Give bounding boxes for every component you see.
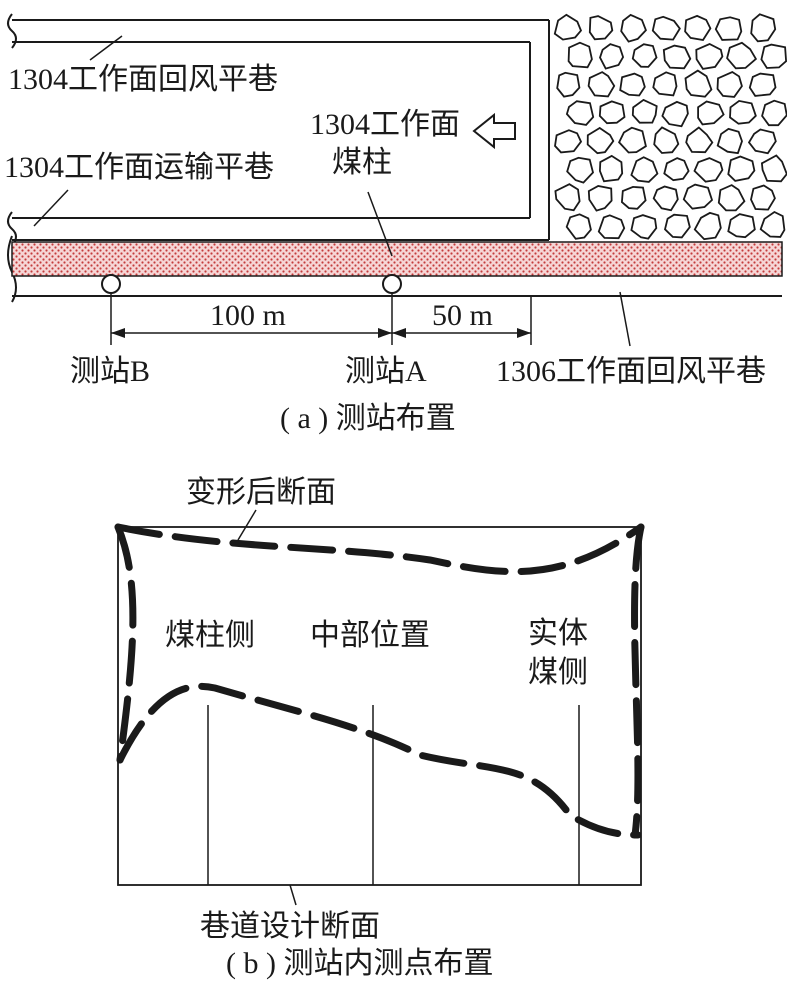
goaf-rock: [761, 99, 787, 127]
label-coal-pillar-2: 煤柱: [332, 146, 392, 179]
deformed-left-wall-curve: [114, 523, 137, 764]
goaf-rock: [620, 185, 647, 210]
label-transport-airway-1304: 1304工作面运输平巷: [4, 151, 274, 184]
goaf-rock: [553, 13, 583, 41]
dimension-100m: [111, 328, 392, 338]
goaf-rock: [565, 213, 592, 240]
goaf-rock: [685, 126, 714, 154]
goaf-rock: [684, 69, 713, 98]
leader-return-airway: [89, 35, 123, 61]
goaf-rock: [587, 71, 616, 98]
goaf-rock: [717, 184, 746, 212]
panel-a: 1304工作面回风平巷 1304工作面 煤柱 1304工作面运输平巷 100 m…: [4, 13, 787, 435]
goaf-rock: [631, 98, 658, 124]
goaf-rock: [598, 154, 624, 183]
goaf-rock: [587, 185, 613, 212]
break-mark-middle: [7, 211, 17, 247]
label-station-a: 测站A: [345, 355, 427, 388]
goaf-rock: [618, 126, 647, 154]
goaf-rock: [760, 43, 787, 69]
goaf-rock: [682, 183, 714, 210]
goaf-rock-area: [553, 13, 787, 241]
goaf-rock: [556, 71, 581, 98]
goaf-rock: [716, 70, 743, 98]
label-design-section: 巷道设计断面: [200, 910, 380, 943]
goaf-rock: [729, 99, 757, 125]
goaf-rock: [586, 126, 615, 155]
goaf-rock: [630, 156, 659, 183]
label-distance-100m: 100 m: [210, 299, 286, 332]
goaf-rock: [684, 14, 712, 41]
label-coal-pillar-1: 1304工作面: [310, 108, 460, 141]
goaf-rock: [662, 44, 692, 70]
deformed-right-wall-curve: [631, 523, 645, 839]
goaf-rock: [714, 16, 743, 41]
goaf-rock: [652, 185, 679, 212]
goaf-rock: [631, 43, 658, 68]
coal-pillar-strip: [11, 241, 783, 277]
station-b-marker: [101, 274, 121, 294]
label-solid-side-1: 实体: [528, 617, 588, 650]
goaf-rock: [651, 15, 681, 41]
label-middle-position: 中部位置: [310, 619, 430, 652]
label-station-b: 测站B: [70, 355, 150, 388]
goaf-rock: [747, 128, 777, 155]
caption-b: ( b ) 测站内测点布置: [226, 947, 493, 980]
goaf-rock: [619, 72, 646, 97]
panel-b: 变形后断面 煤柱侧 中部位置 实体 煤侧 巷道设计断面 ( b ) 测站内测点布…: [114, 476, 645, 980]
goaf-rock: [663, 157, 690, 182]
goaf-rock: [750, 13, 777, 43]
goaf-rock: [661, 100, 689, 128]
dimension-50m: [392, 328, 531, 338]
label-deformed-section: 变形后断面: [186, 476, 336, 509]
goaf-rock: [726, 41, 758, 70]
label-pillar-side: 煤柱侧: [165, 619, 255, 652]
deformed-roof-curve: [114, 523, 645, 576]
caption-a: ( a ) 测站布置: [280, 402, 456, 435]
goaf-rock: [597, 214, 626, 240]
goaf-rock: [653, 126, 680, 154]
mining-direction-arrow-icon: [472, 112, 516, 150]
goaf-rock: [664, 213, 691, 239]
deformed-floor-curve: [116, 682, 642, 839]
goaf-rock: [750, 184, 776, 211]
goaf-rock: [760, 154, 787, 183]
goaf-rock: [727, 155, 756, 182]
goaf-rock: [697, 100, 725, 126]
leader-airway-1306: [619, 291, 631, 347]
design-section-rect: [117, 526, 642, 886]
goaf-rock: [727, 213, 756, 239]
goaf-rock: [566, 156, 594, 184]
goaf-rock: [554, 129, 583, 154]
goaf-rock: [620, 13, 647, 43]
goaf-rock: [716, 127, 743, 155]
station-a-marker: [382, 274, 402, 294]
goaf-rock: [599, 43, 625, 70]
leader-coal-pillar: [367, 191, 393, 257]
goaf-rock: [554, 183, 581, 212]
goaf-rock: [759, 210, 786, 238]
label-return-airway-1306: 1306工作面回风平巷: [496, 355, 766, 388]
goaf-rock: [693, 211, 722, 241]
leader-transport-airway: [33, 189, 69, 227]
goaf-rock: [652, 71, 678, 97]
label-distance-50m: 50 m: [432, 299, 493, 332]
break-mark-top: [7, 13, 17, 49]
leader-deformed-section: [237, 509, 257, 541]
goaf-rock: [565, 100, 595, 126]
goaf-rock: [630, 214, 658, 240]
goaf-rock: [695, 43, 724, 70]
label-return-airway-1304: 1304工作面回风平巷: [8, 63, 278, 96]
leader-design-section: [289, 884, 297, 906]
goaf-rock: [588, 15, 614, 41]
label-solid-side-2: 煤侧: [528, 656, 588, 689]
goaf-rock: [567, 41, 593, 69]
goaf-rock: [693, 157, 724, 183]
goaf-rock: [598, 100, 626, 125]
goaf-rock: [748, 72, 777, 97]
